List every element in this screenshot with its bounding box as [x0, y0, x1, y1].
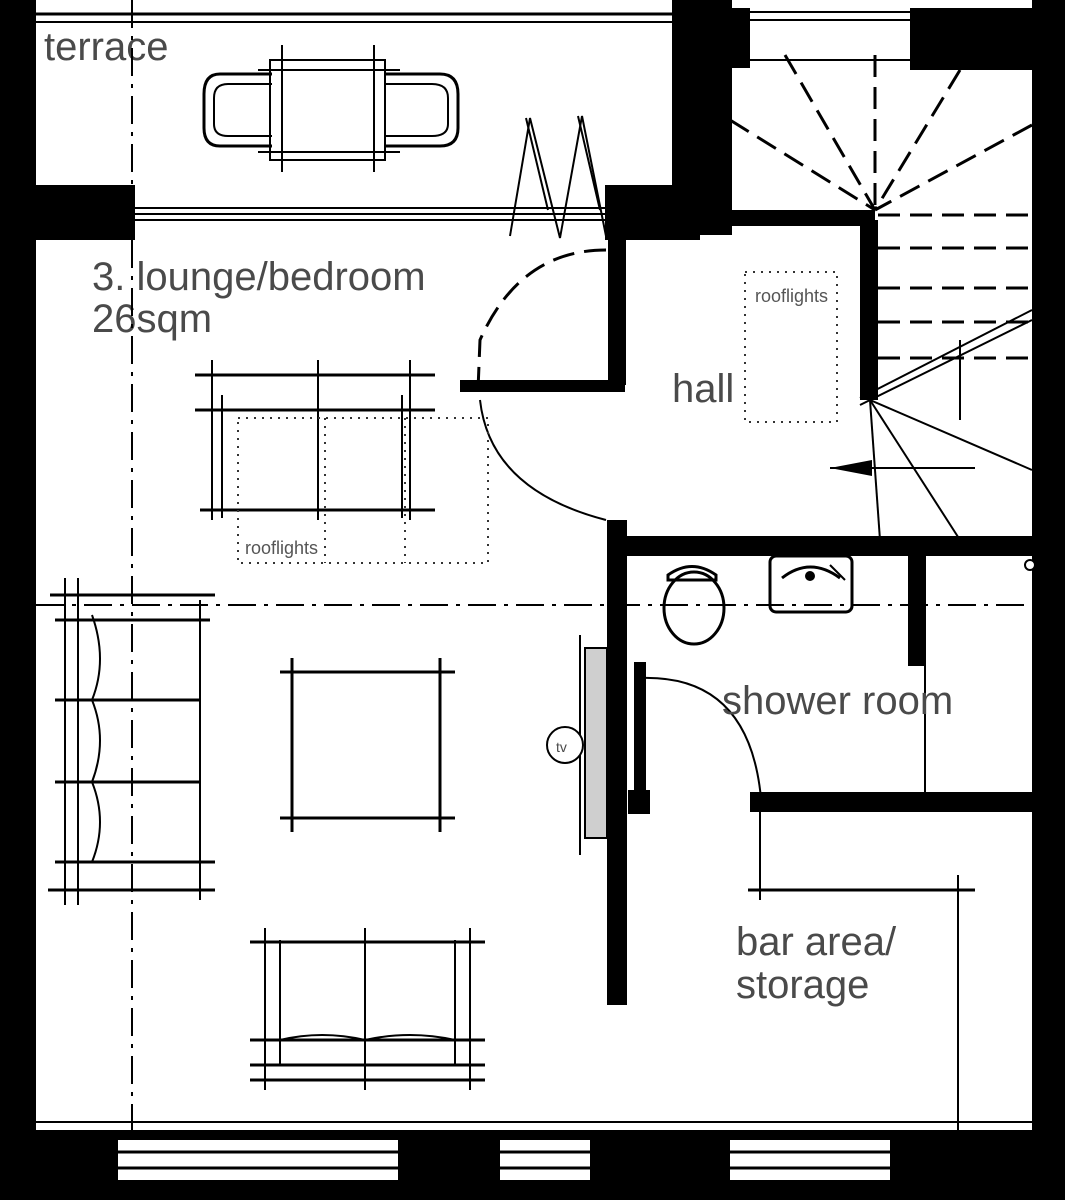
shower-room-fixtures [628, 554, 1036, 814]
lounge-sofa-lower [250, 928, 485, 1090]
bar-area-label-line1: bar area/ [736, 920, 897, 964]
rooflights-hall-label: rooflights [755, 286, 828, 306]
lounge-title: 3. lounge/bedroom [92, 255, 426, 299]
lounge-sofa-left [48, 578, 215, 905]
tv-unit [546, 635, 608, 855]
tv-label: tv [556, 739, 567, 755]
terrace-area [36, 11, 910, 221]
hall-rooflight [744, 271, 838, 423]
terrace-folding-door [509, 115, 607, 239]
lounge-table [280, 658, 455, 832]
lounge-area: 26sqm [92, 297, 212, 341]
terrace-table-set [202, 45, 460, 172]
bar-area-label-line2: storage [736, 963, 869, 1007]
hall-door-swing-upper [476, 248, 607, 391]
shower-room-label: shower room [722, 679, 953, 723]
terrace-label: terrace [44, 25, 169, 69]
rooflights-lounge-label: rooflights [245, 538, 318, 558]
lounge-sofa-upper [195, 360, 435, 520]
bar-area-counter [748, 800, 975, 1132]
hall-label: hall [672, 367, 734, 411]
hall-walls [460, 235, 1032, 1005]
bottom-windows [36, 1121, 1032, 1180]
hall-door-swing-lower [479, 399, 607, 521]
lounge-rooflight [237, 417, 489, 564]
stair [725, 54, 1033, 541]
